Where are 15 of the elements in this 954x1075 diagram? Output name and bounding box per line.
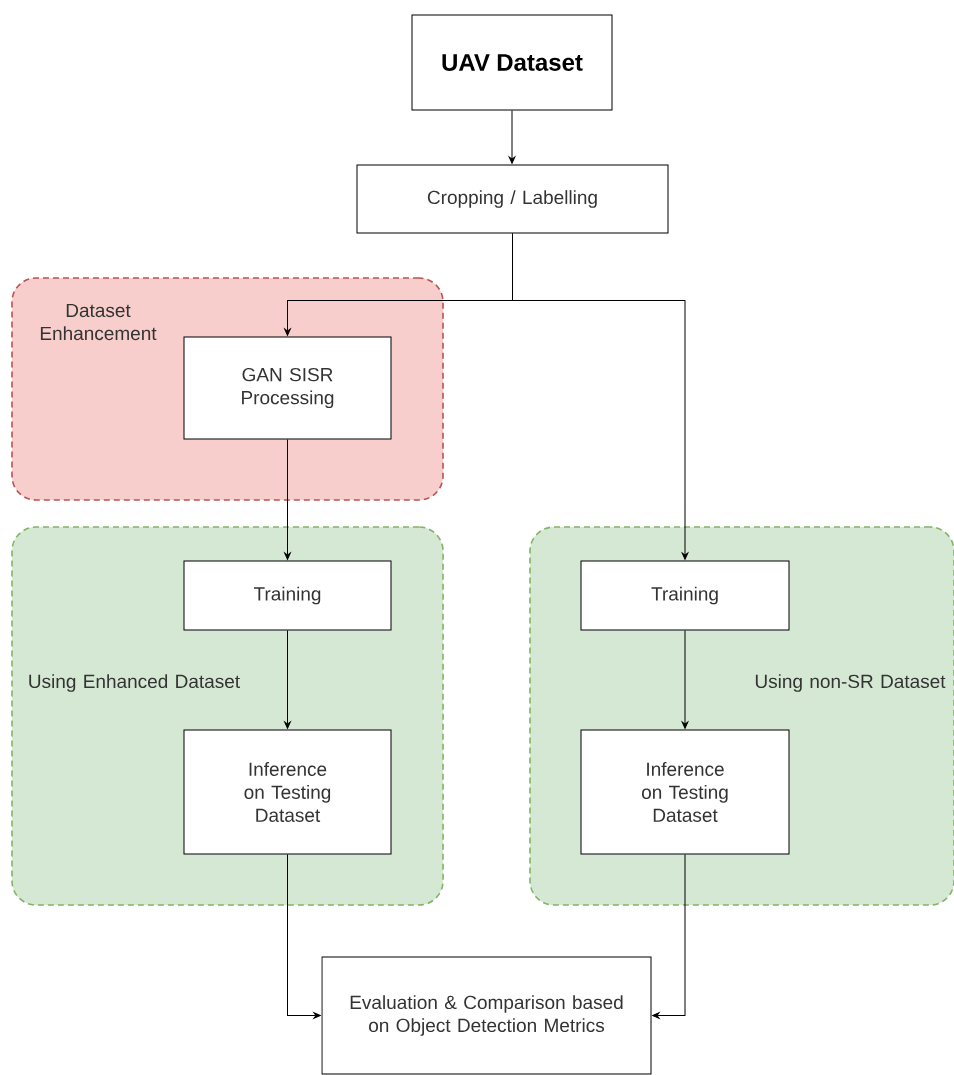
process-box: GAN SISR Processing	[183, 336, 392, 440]
process-box: UAV Dataset	[411, 14, 613, 111]
process-box: Cropping / Labelling	[356, 164, 669, 234]
process-box: Evaluation & Comparison based on Object Detection Metrics	[321, 956, 652, 1075]
arrow	[284, 630, 291, 729]
arrow	[287, 854, 321, 1019]
arrow	[512, 233, 689, 560]
process-box: Inference on Testing Dataset	[183, 729, 392, 855]
arrow	[508, 110, 516, 164]
process-box: Training	[580, 560, 790, 631]
process-box: Inference on Testing Dataset	[580, 729, 790, 855]
arrow	[284, 439, 291, 560]
arrow	[681, 630, 689, 729]
arrow	[652, 854, 686, 1019]
process-box: Training	[183, 560, 392, 631]
